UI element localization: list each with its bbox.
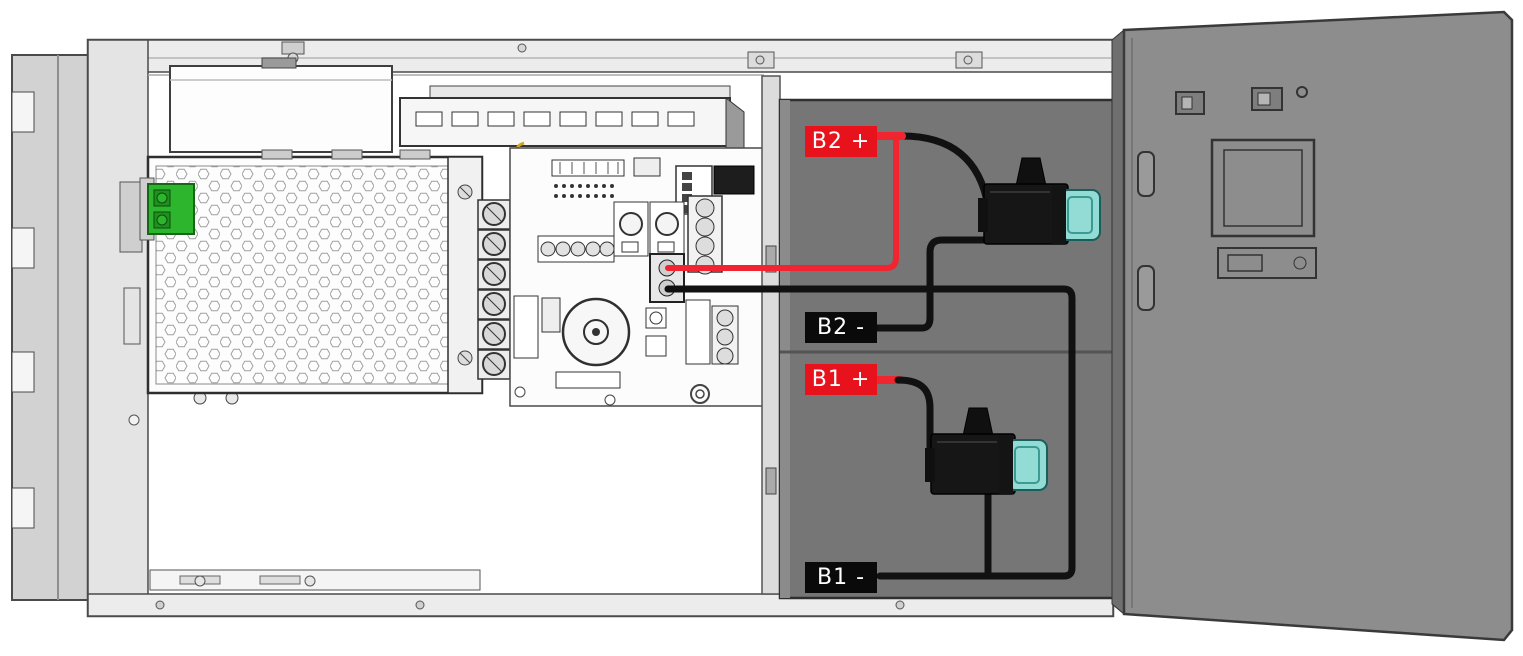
top-shield-cover — [169, 57, 393, 153]
label-b1-positive: B1 + — [805, 364, 877, 395]
top-rail-tab — [281, 41, 305, 55]
pin-header — [551, 159, 625, 177]
side-divider-rail — [761, 75, 781, 595]
door-hinge-tab — [1137, 151, 1155, 197]
mounting-hole — [604, 394, 616, 406]
floor-bracket-slot — [259, 575, 301, 585]
component — [645, 307, 667, 329]
bracket-slot — [11, 487, 35, 529]
bottom-rail-screw — [415, 600, 425, 610]
door-slot-cutout — [1217, 247, 1317, 279]
wire-pcb-neg-to-b1-neg — [664, 285, 1076, 580]
fuse-holder-bottom — [925, 407, 1048, 495]
small-connector — [633, 157, 661, 177]
coil-symbol — [690, 384, 710, 404]
component — [645, 335, 667, 357]
screw — [963, 55, 973, 65]
bracket-slot — [11, 91, 35, 133]
left-rail-slot — [123, 287, 141, 345]
psu-tab — [261, 149, 293, 160]
floor-screw — [194, 575, 206, 587]
door-display-cutout — [1210, 138, 1316, 238]
main-circuit-board — [509, 147, 765, 407]
terminal-block-column — [477, 199, 511, 380]
bottom-rail-screw — [895, 600, 905, 610]
shield-tab — [261, 57, 297, 69]
component — [555, 371, 621, 389]
ic-chip — [713, 165, 755, 195]
door-panel — [1122, 10, 1514, 642]
component — [541, 297, 561, 333]
screw — [755, 55, 765, 65]
left-rail-hole — [128, 414, 140, 426]
bottom-rail-screw — [155, 600, 165, 610]
solder-pads — [554, 184, 614, 198]
bracket-slot — [11, 227, 35, 269]
battery-compartment — [778, 98, 1115, 600]
fuse-holder-top — [978, 157, 1101, 245]
component — [513, 295, 539, 359]
relay — [685, 299, 711, 365]
screw — [517, 43, 527, 53]
left-mounting-bracket — [11, 54, 89, 601]
door-hinge-edge — [1111, 28, 1125, 616]
psu-tab — [331, 149, 363, 160]
label-b2-positive: B2 + — [805, 126, 877, 157]
enclosure-door — [1111, 10, 1514, 642]
bracket-slot — [11, 351, 35, 393]
left-rail-mount — [119, 181, 143, 253]
label-b1-negative: B1 - — [805, 562, 877, 593]
psu-tab — [399, 149, 431, 160]
cable-bracket — [399, 85, 745, 149]
door-hole — [1296, 86, 1308, 98]
power-supply-unit — [146, 149, 484, 395]
cable-bracket-slots — [415, 111, 695, 127]
door-hinge-tab — [1137, 265, 1155, 311]
hex-vent-grid — [155, 165, 449, 385]
mounting-hole — [514, 386, 526, 398]
door-slot-hole — [1293, 256, 1307, 270]
floor-screw — [304, 575, 316, 587]
label-b2-negative: B2 - — [805, 312, 877, 343]
wire-b2-neg-to-fuse — [872, 236, 1004, 332]
wire-b2-pos-to-pcb — [665, 135, 899, 271]
green-terminal-connector — [139, 177, 195, 241]
